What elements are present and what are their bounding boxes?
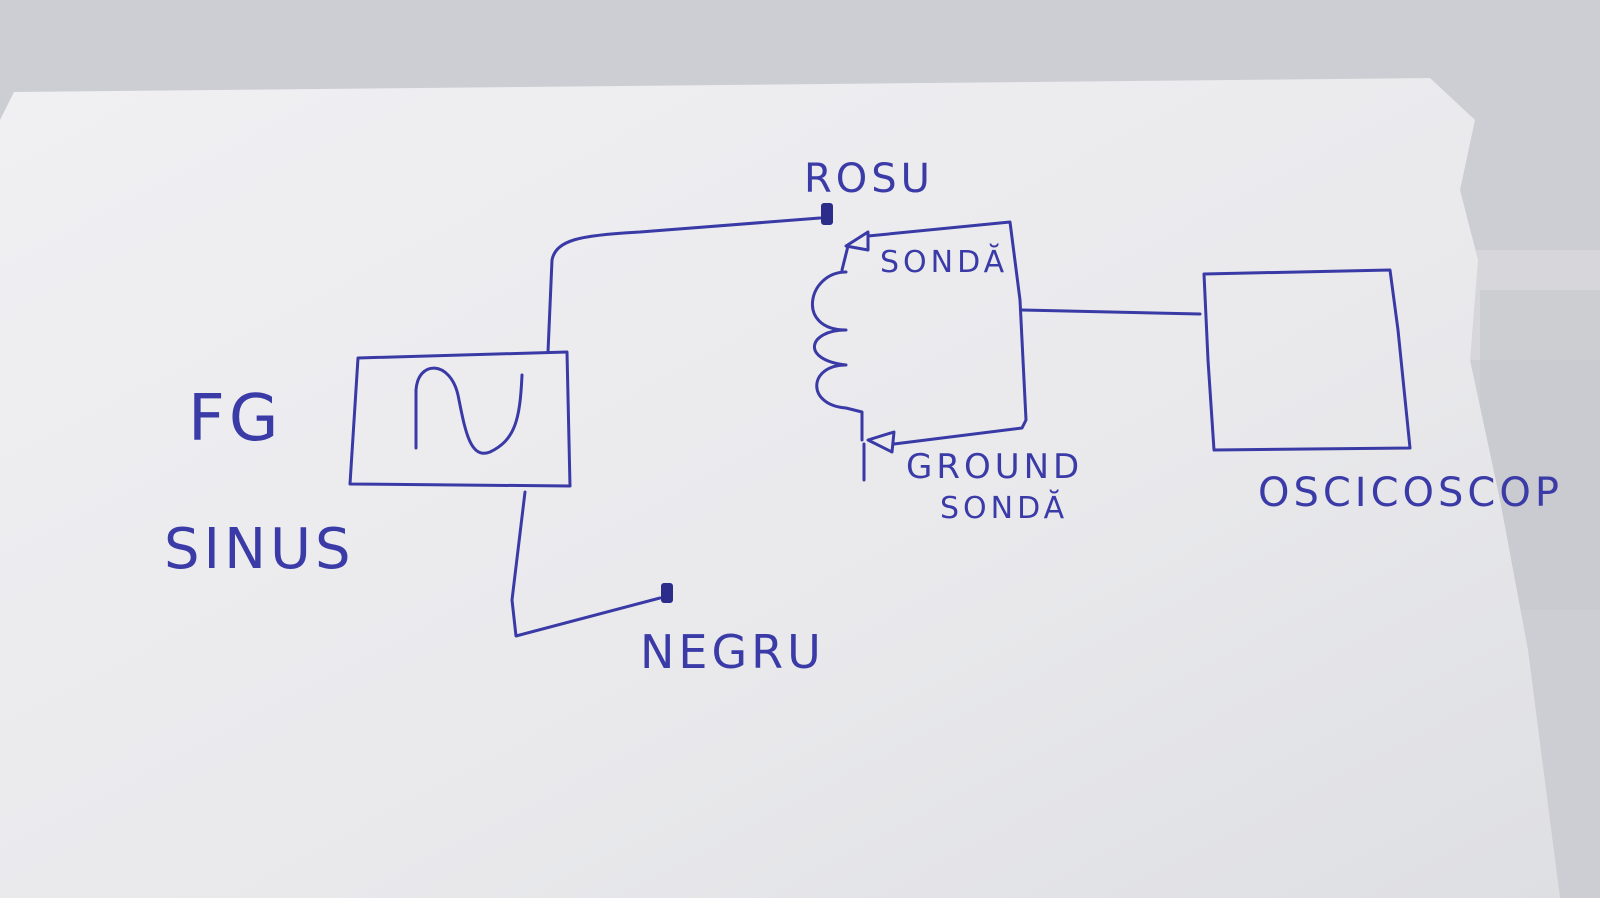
label-fg: FG	[188, 382, 282, 456]
function-generator-box	[348, 350, 572, 488]
label-ground: GROUND	[906, 447, 1083, 487]
label-sonda-bottom: SONDĂ	[940, 489, 1068, 526]
label-oscilloscope: OSCICOSCOP	[1258, 470, 1563, 516]
label-sinus: SINUS	[164, 517, 355, 582]
label-sonda-top: SONDĂ	[880, 243, 1008, 280]
scope-cable	[1020, 308, 1202, 316]
ground-probe-icon	[862, 430, 896, 482]
inductor-coil	[810, 270, 864, 442]
oscilloscope-box	[1202, 268, 1412, 452]
red-clip-terminal	[821, 203, 833, 225]
sine-wave-icon	[414, 366, 524, 455]
wire-black	[510, 490, 662, 638]
label-rosu: ROSU	[804, 156, 934, 202]
probe-tip-icon	[840, 230, 870, 272]
black-clip-terminal	[661, 583, 673, 603]
probe-cable	[866, 220, 1028, 446]
label-negru: NEGRU	[640, 625, 825, 679]
wire-red	[546, 216, 822, 354]
paper-sheet	[0, 78, 1560, 898]
